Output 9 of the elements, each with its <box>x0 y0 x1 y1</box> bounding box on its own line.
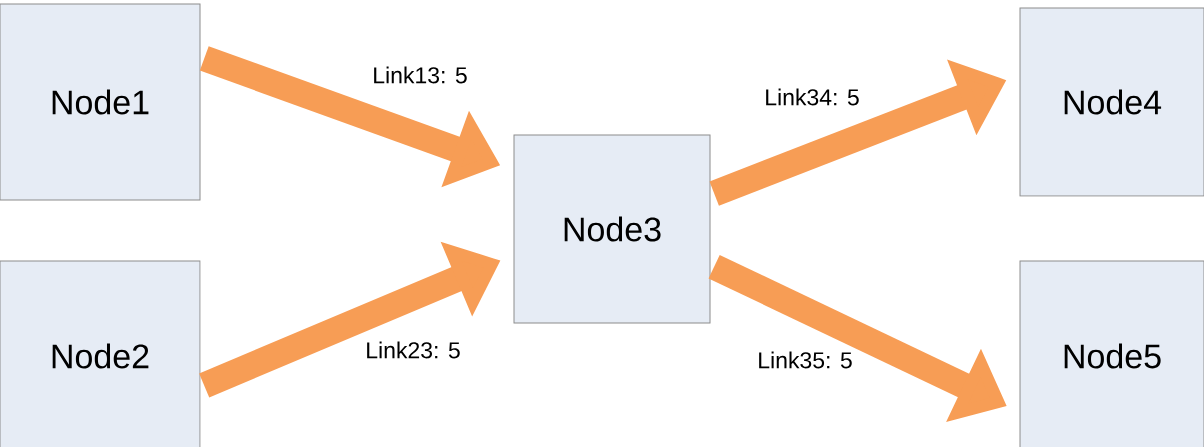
node-box: Node3 <box>513 134 711 324</box>
node-box: Node4 <box>1019 7 1204 197</box>
edge-label: Link13: 5 <box>371 65 469 85</box>
node-box: Node1 <box>0 3 201 201</box>
edge-label: Link34: 5 <box>763 87 861 107</box>
edge-label: Link35: 5 <box>756 350 854 370</box>
edge-label: Link23: 5 <box>364 340 462 360</box>
node-box: Node2 <box>0 260 201 447</box>
node-box: Node5 <box>1019 260 1204 447</box>
